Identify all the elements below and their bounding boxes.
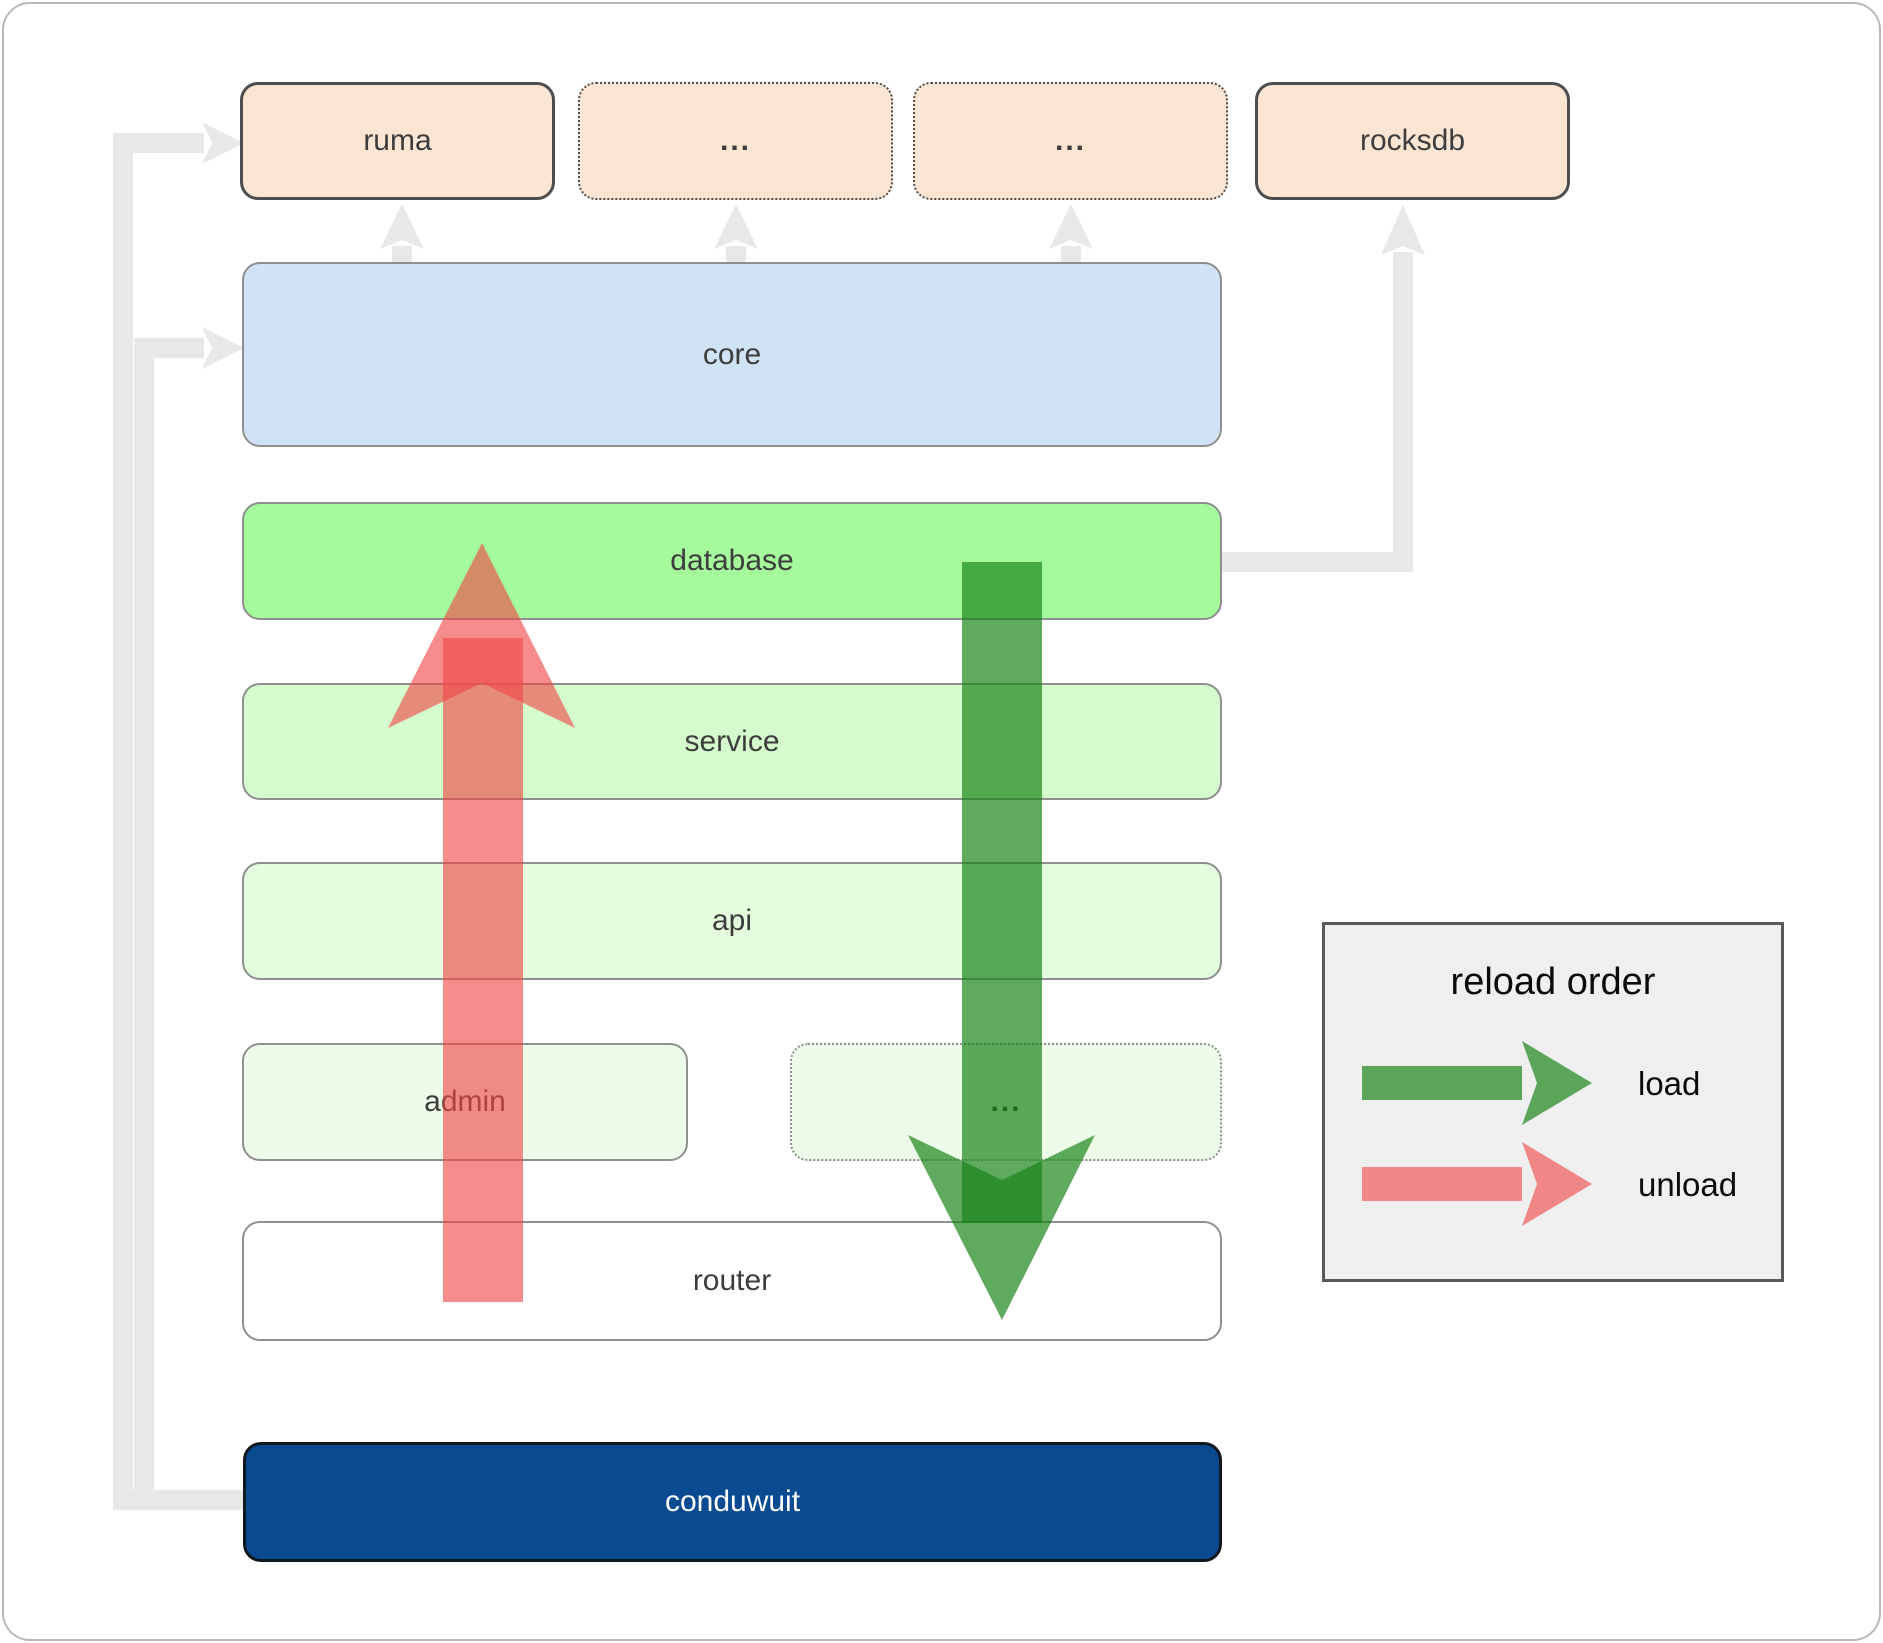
- node-router: router: [242, 1221, 1222, 1341]
- node-dots-top-right: ...: [913, 82, 1228, 200]
- node-service: service: [242, 683, 1222, 800]
- node-dots-admin: ...: [790, 1043, 1222, 1161]
- node-database: database: [242, 502, 1222, 620]
- node-conduwuit: conduwuit: [243, 1442, 1222, 1562]
- node-ruma: ruma: [240, 82, 555, 200]
- node-database-label: database: [670, 544, 794, 577]
- node-rocksdb-label: rocksdb: [1359, 124, 1466, 157]
- node-dots-admin-label: ...: [990, 1085, 1022, 1118]
- node-service-label: service: [684, 724, 780, 758]
- node-admin: admin: [242, 1043, 688, 1161]
- node-dots-top-right-label: ...: [1054, 124, 1086, 157]
- node-ruma-label: ruma: [363, 124, 432, 157]
- node-dots-top-left-label: ...: [719, 124, 751, 157]
- node-core-label: core: [702, 337, 762, 371]
- node-rocksdb: rocksdb: [1255, 82, 1570, 200]
- node-api-label: api: [711, 904, 753, 937]
- legend-label-unload: unload: [1638, 1166, 1738, 1203]
- legend-label-load: load: [1638, 1065, 1701, 1102]
- node-api: api: [242, 862, 1222, 980]
- node-conduwuit-label: conduwuit: [664, 1485, 801, 1518]
- legend-title: reload order: [1450, 961, 1656, 1003]
- node-core: core: [242, 262, 1222, 447]
- legend-box: reload order load unload: [1322, 922, 1784, 1282]
- node-router-label: router: [692, 1264, 772, 1297]
- node-admin-label: admin: [424, 1085, 506, 1118]
- node-dots-top-left: ...: [578, 82, 893, 200]
